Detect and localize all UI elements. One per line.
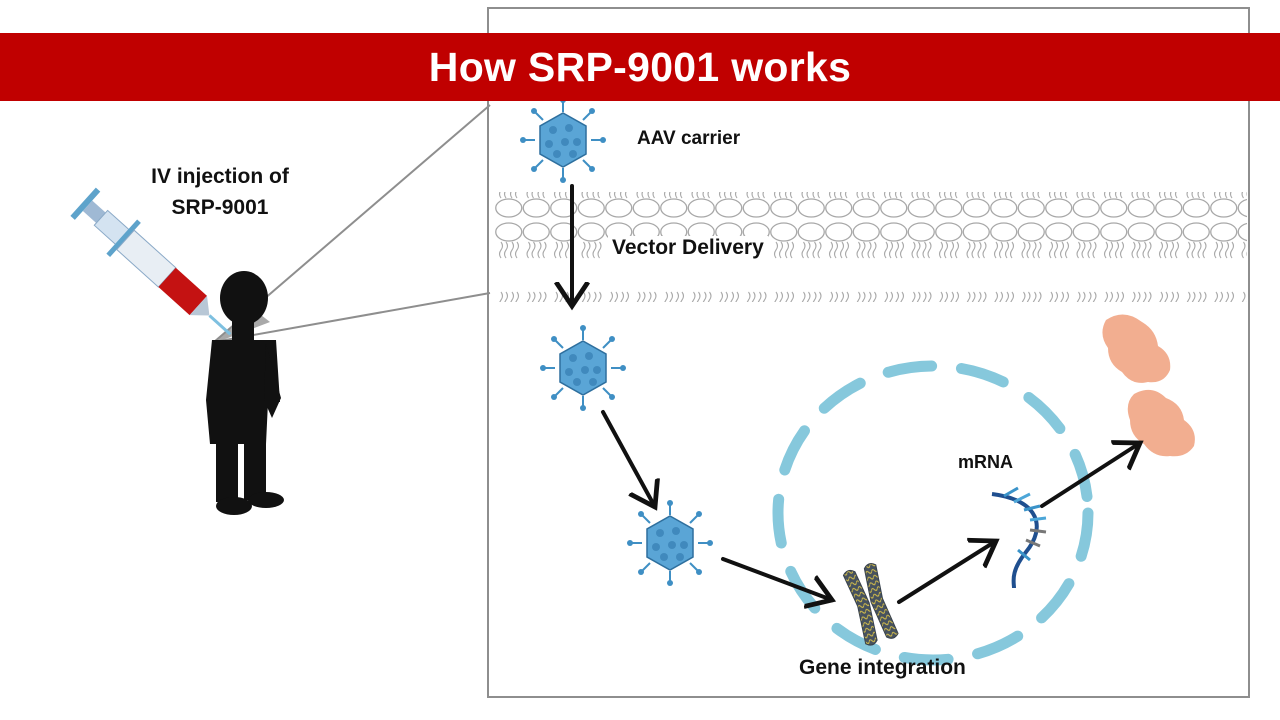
syringe-icon	[70, 187, 232, 336]
chromosome-icon	[842, 563, 899, 646]
aav-particle-icon	[627, 500, 713, 586]
mrna-strand-icon	[991, 486, 1047, 589]
injection-label: IV injection of SRP-9001	[120, 161, 320, 223]
injection-label-line1: IV injection of	[151, 165, 289, 188]
aav-particle-icon	[520, 97, 606, 183]
dystrophin-protein-icon	[1102, 314, 1195, 457]
arrow-to-nucleus	[601, 410, 655, 507]
arrow-to-mrna	[897, 541, 996, 604]
gene-integration-label: Gene integration	[799, 656, 966, 679]
vector-delivery-label: Vector Delivery	[608, 236, 768, 260]
arrow-to-chromosome	[721, 557, 832, 600]
nucleus-envelope	[772, 360, 1094, 666]
aav-particle-icon	[540, 325, 626, 411]
pathway-arrows	[572, 184, 1140, 604]
page-title: How SRP-9001 works	[428, 43, 852, 90]
aav-carrier-label: AAV carrier	[637, 128, 741, 149]
title-banner: How SRP-9001 works	[0, 33, 1280, 101]
injection-label-line2: SRP-9001	[171, 196, 269, 219]
child-silhouette	[206, 271, 284, 515]
arrow-to-protein	[1040, 443, 1140, 508]
mrna-label: mRNA	[958, 452, 1014, 472]
